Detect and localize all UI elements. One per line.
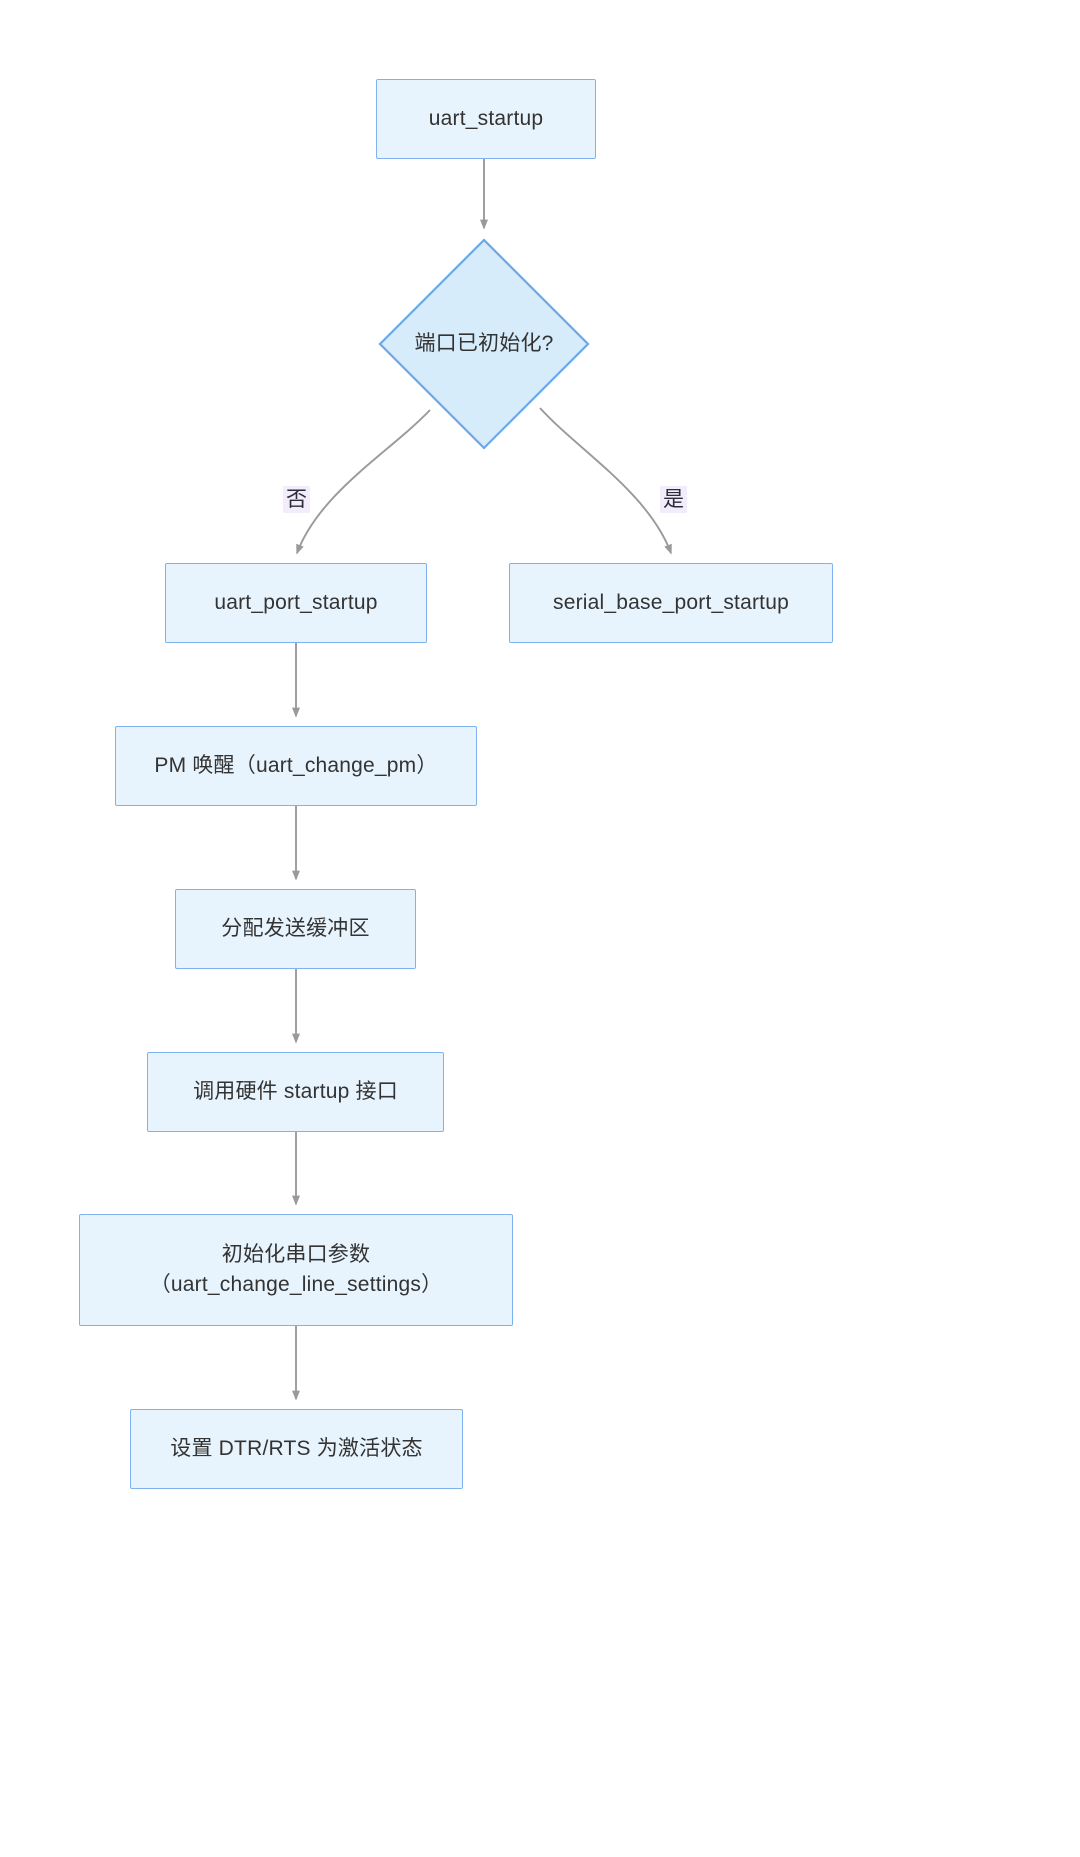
node-pm-wakeup[interactable]: PM 唤醒（uart_change_pm） (115, 726, 477, 806)
node-label: 分配发送缓冲区 (221, 917, 370, 941)
node-set-dtr-rts-active[interactable]: 设置 DTR/RTS 为激活状态 (130, 1409, 463, 1489)
node-serial-base-port-startup[interactable]: serial_base_port_startup (509, 563, 833, 643)
node-label: 初始化串口参数 （uart_change_line_settings） (149, 1243, 443, 1296)
edge-label-yes: 是 (660, 486, 687, 514)
node-label: PM 唤醒（uart_change_pm） (154, 754, 438, 778)
node-label: uart_startup (428, 107, 544, 131)
node-label: 调用硬件 startup 接口 (193, 1080, 398, 1104)
diamond-shape (378, 238, 590, 450)
node-uart-startup[interactable]: uart_startup (376, 79, 596, 159)
node-call-hardware-startup[interactable]: 调用硬件 startup 接口 (147, 1052, 444, 1132)
edge-label-no: 否 (283, 486, 310, 514)
node-label: 设置 DTR/RTS 为激活状态 (170, 1437, 423, 1461)
node-allocate-tx-buffer[interactable]: 分配发送缓冲区 (175, 889, 416, 969)
node-label: 端口已初始化? (414, 332, 554, 356)
node-uart-port-startup[interactable]: uart_port_startup (165, 563, 427, 643)
node-label: uart_port_startup (214, 591, 378, 615)
node-init-line-settings[interactable]: 初始化串口参数 （uart_change_line_settings） (79, 1214, 513, 1326)
node-label: serial_base_port_startup (553, 591, 789, 615)
node-port-initialized-decision[interactable]: 端口已初始化? (378, 238, 590, 450)
